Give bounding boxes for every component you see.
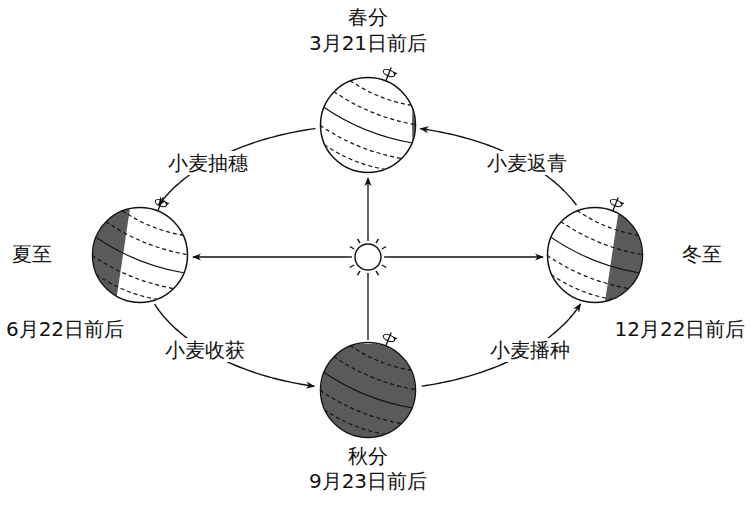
- latitude-line: [323, 410, 386, 438]
- orbit-arrow: [159, 129, 316, 205]
- latitude-line: [94, 237, 185, 278]
- sun-ray: [384, 256, 389, 257]
- orbit-arrow: [155, 304, 315, 386]
- orbit-arrow: [420, 129, 576, 206]
- latitude-line: [90, 255, 174, 293]
- date-label: 3月21日前后: [309, 31, 427, 55]
- latitude-line: [349, 345, 412, 373]
- date-label: 12月22日前后: [615, 317, 746, 341]
- date-label: 9月23日前后: [309, 469, 427, 493]
- season-name: 春分: [348, 5, 388, 29]
- globe-outline: [320, 77, 416, 173]
- latitude-line: [322, 107, 413, 148]
- latitude-line: [322, 372, 413, 413]
- latitude-line: [95, 275, 158, 303]
- latitude-line: [576, 210, 639, 238]
- sun-ray: [358, 271, 361, 275]
- sun-ray: [376, 239, 379, 243]
- sun-ray: [367, 273, 368, 278]
- edge-label: 小麦播种: [487, 338, 573, 362]
- season-name: 秋分: [348, 444, 388, 468]
- earth-globe: 夏至6月22日前后: [92, 207, 188, 303]
- sun-ray: [382, 247, 386, 250]
- latitude-line: [332, 91, 416, 129]
- sun-ray: [367, 236, 368, 241]
- sun-symbol: [347, 236, 389, 278]
- latitude-line: [550, 275, 613, 303]
- earth-axis: [380, 65, 398, 83]
- latitude-line: [559, 221, 643, 259]
- latitude-line: [349, 80, 412, 108]
- latitude-line: [332, 356, 416, 394]
- latitude-line: [318, 125, 402, 163]
- earth-globe: 春分3月21日前后: [320, 77, 416, 173]
- globe-outline: [320, 342, 416, 438]
- season-name: 夏至: [12, 242, 52, 266]
- sun-ray: [376, 271, 379, 275]
- latitude-line: [549, 237, 640, 278]
- earth-globe: 冬至12月22日前后: [547, 207, 643, 303]
- earth-globe: 秋分9月23日前后: [320, 342, 416, 438]
- latitude-line: [104, 221, 188, 259]
- season-name: 冬至: [682, 242, 722, 266]
- orbit-arrow: [422, 304, 581, 386]
- edge-label: 小麦返青: [484, 151, 570, 175]
- sun-ray: [347, 256, 352, 257]
- sun-ray: [382, 265, 386, 268]
- globe-outline: [92, 207, 188, 303]
- earth-axis: [607, 195, 625, 213]
- sun-ray: [350, 247, 354, 250]
- latitude-line: [318, 390, 402, 428]
- latitude-line: [545, 255, 629, 293]
- latitude-line: [121, 210, 184, 238]
- edge-label: 小麦抽穗: [165, 151, 251, 175]
- date-label: 6月22日前后: [6, 317, 124, 341]
- earth-axis: [152, 195, 170, 213]
- latitude-line: [323, 145, 386, 173]
- sun-ray: [358, 239, 361, 243]
- earth-axis: [380, 330, 398, 348]
- edge-label: 小麦收获: [162, 338, 248, 362]
- globe-outline: [547, 207, 643, 303]
- sun-ray: [350, 265, 354, 268]
- sunlight-arrows: [193, 178, 543, 340]
